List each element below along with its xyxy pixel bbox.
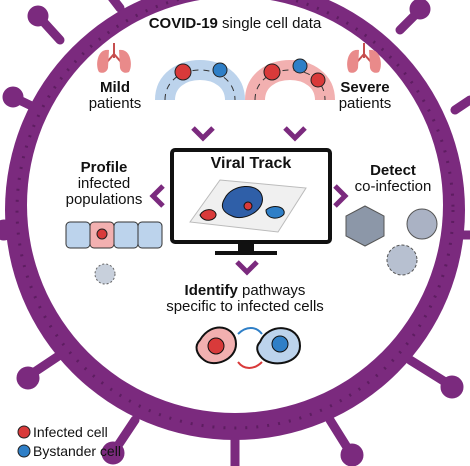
- identify-label: Identify pathways specific to infected c…: [110, 283, 380, 315]
- profile-label: Profile infected populations: [44, 160, 164, 207]
- title-rest: single cell data: [217, 15, 322, 32]
- mild-epithelium: [155, 60, 245, 102]
- main-title: COVID-19 single cell data: [0, 16, 470, 32]
- identify-bold: Identify: [184, 282, 238, 299]
- detect-bold: Detect: [370, 162, 416, 179]
- detect-line2: co-infection: [354, 177, 432, 195]
- virus-envelope-dots: [15, 0, 455, 430]
- profile-line3: populations: [65, 190, 143, 208]
- viral-track-title: Viral Track: [210, 155, 292, 172]
- co-infection-viruses: [345, 205, 438, 276]
- severe-bold: Severe: [340, 79, 390, 96]
- infected-population-cells: [65, 221, 163, 285]
- identify-line2: specific to infected cells: [166, 297, 324, 315]
- detect-label: Detect co-infection: [338, 163, 448, 195]
- pathway-cells: [195, 326, 302, 369]
- mild-rest: patients: [88, 94, 142, 112]
- mild-label: Mild patients: [85, 80, 145, 112]
- profile-line2: infected: [77, 174, 131, 192]
- legend-markers: [17, 425, 31, 458]
- monitor: [170, 148, 332, 255]
- severe-label: Severe patients: [330, 80, 400, 112]
- severe-epithelium: [245, 58, 335, 102]
- severe-rest: patients: [338, 94, 392, 112]
- lung-icon-mild: [97, 43, 131, 73]
- legend-infected: Infected cell: [33, 424, 108, 440]
- mild-bold: Mild: [100, 79, 130, 96]
- legend-bystander: Bystander cell: [33, 443, 121, 459]
- title-bold: COVID-19: [148, 15, 218, 32]
- profile-bold: Profile: [80, 159, 128, 176]
- lung-icon-severe: [347, 43, 381, 73]
- identify-rest: pathways: [237, 282, 306, 299]
- arrows: [149, 126, 349, 276]
